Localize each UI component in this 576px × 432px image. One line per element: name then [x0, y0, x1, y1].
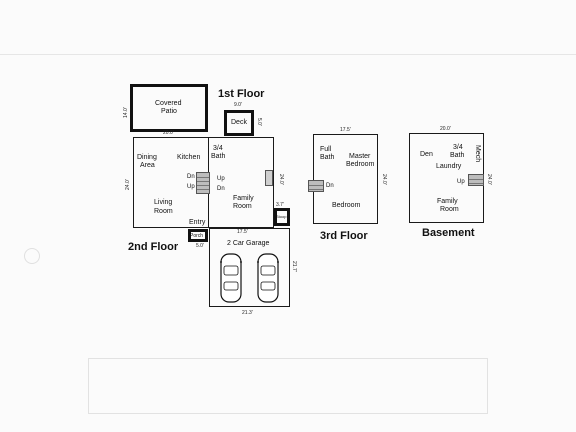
stair-dn-label-1: Dn: [187, 174, 195, 180]
family-side-dim: 24.0': [278, 174, 284, 185]
stair-up-label-1: Up: [217, 176, 225, 182]
bath-label-1: 3/4: [213, 145, 223, 152]
basement-bath-label-1: 3/4: [453, 144, 463, 151]
basement-top-dim: 20.0': [440, 126, 451, 132]
garage-label: 2 Car Garage: [227, 240, 270, 247]
master-bedroom-label-1: Master: [349, 153, 371, 160]
living-room-label-2: Room: [154, 208, 173, 215]
covered-patio: [130, 84, 208, 132]
stair-block: [196, 172, 210, 194]
stoop-top-dim: 3.7': [276, 202, 284, 208]
dining-label-1: Dining: [137, 154, 157, 161]
stoop: [274, 208, 290, 226]
house-side-dim: 24.0': [125, 179, 131, 190]
faint-table-ghost: [88, 358, 488, 414]
den-label: Den: [420, 151, 433, 158]
porch: [188, 229, 208, 242]
stair-dn-label-2: Dn: [217, 186, 225, 192]
bath-label-2: Bath: [211, 153, 226, 160]
mech-label: Mech: [474, 145, 481, 163]
stair-up-label-2: Up: [187, 184, 195, 190]
punch-hole: [24, 248, 40, 264]
car-icon-left: [220, 253, 242, 303]
house-bottom-dim: 17.5': [237, 229, 248, 235]
full-bath-label-1: Full: [320, 146, 332, 153]
basement-stair-block: [468, 174, 484, 186]
family-room-label-1: Family: [233, 195, 254, 202]
bedroom-label: Bedroom: [332, 202, 361, 209]
basement-side-dim: 24.0': [486, 174, 492, 185]
heading-basement: Basement: [422, 227, 475, 239]
dining-label-2: Area: [140, 162, 155, 169]
covered-patio-label-1: Covered: [155, 100, 182, 107]
third-floor-outline: [313, 134, 378, 224]
kitchen-label: Kitchen: [177, 154, 201, 161]
basement-family-label-2: Room: [440, 206, 459, 213]
full-bath-label-2: Bath: [320, 154, 335, 161]
porch-label: Porch: [190, 233, 204, 239]
third-stair-block: [308, 180, 324, 192]
laundry-label: Laundry: [436, 163, 462, 170]
basement-family-label-1: Family: [437, 198, 458, 205]
scan-line-top: [0, 54, 576, 55]
entry-label: Entry: [189, 219, 206, 226]
heading-first-floor: 1st Floor: [218, 88, 265, 100]
garage-bottom-dim: 21.3': [242, 310, 253, 316]
heading-second-floor: 2nd Floor: [128, 241, 179, 253]
garage-side-dim: 21.7': [291, 261, 297, 272]
third-top-dim: 17.5': [340, 127, 351, 133]
stoop-label: Stoop: [276, 214, 287, 219]
car-icon-right: [257, 253, 279, 303]
porch-side-dim: 5.0': [196, 243, 204, 249]
family-room-label-2: Room: [233, 203, 252, 210]
covered-patio-label-2: Patio: [161, 108, 177, 115]
garage-outline: [209, 228, 290, 307]
deck-side-dim: 5.0': [256, 118, 262, 126]
deck-label: Deck: [231, 119, 247, 126]
master-bedroom-label-2: Bedroom: [346, 161, 375, 168]
patio-side-dim: 14.0': [123, 107, 129, 118]
fireplace: [265, 170, 273, 186]
patio-bottom-dim: 20.0': [163, 130, 174, 136]
third-side-dim: 24.0': [381, 174, 387, 185]
basement-up-label: Up: [457, 179, 465, 185]
third-dn-label: Dn: [326, 183, 334, 189]
basement-bath-label-2: Bath: [450, 152, 465, 159]
deck: [224, 110, 254, 136]
heading-third-floor: 3rd Floor: [320, 230, 368, 242]
house-outline: [133, 137, 274, 228]
living-room-label-1: Living: [154, 199, 173, 206]
deck-top-dim: 9.0': [234, 102, 242, 108]
